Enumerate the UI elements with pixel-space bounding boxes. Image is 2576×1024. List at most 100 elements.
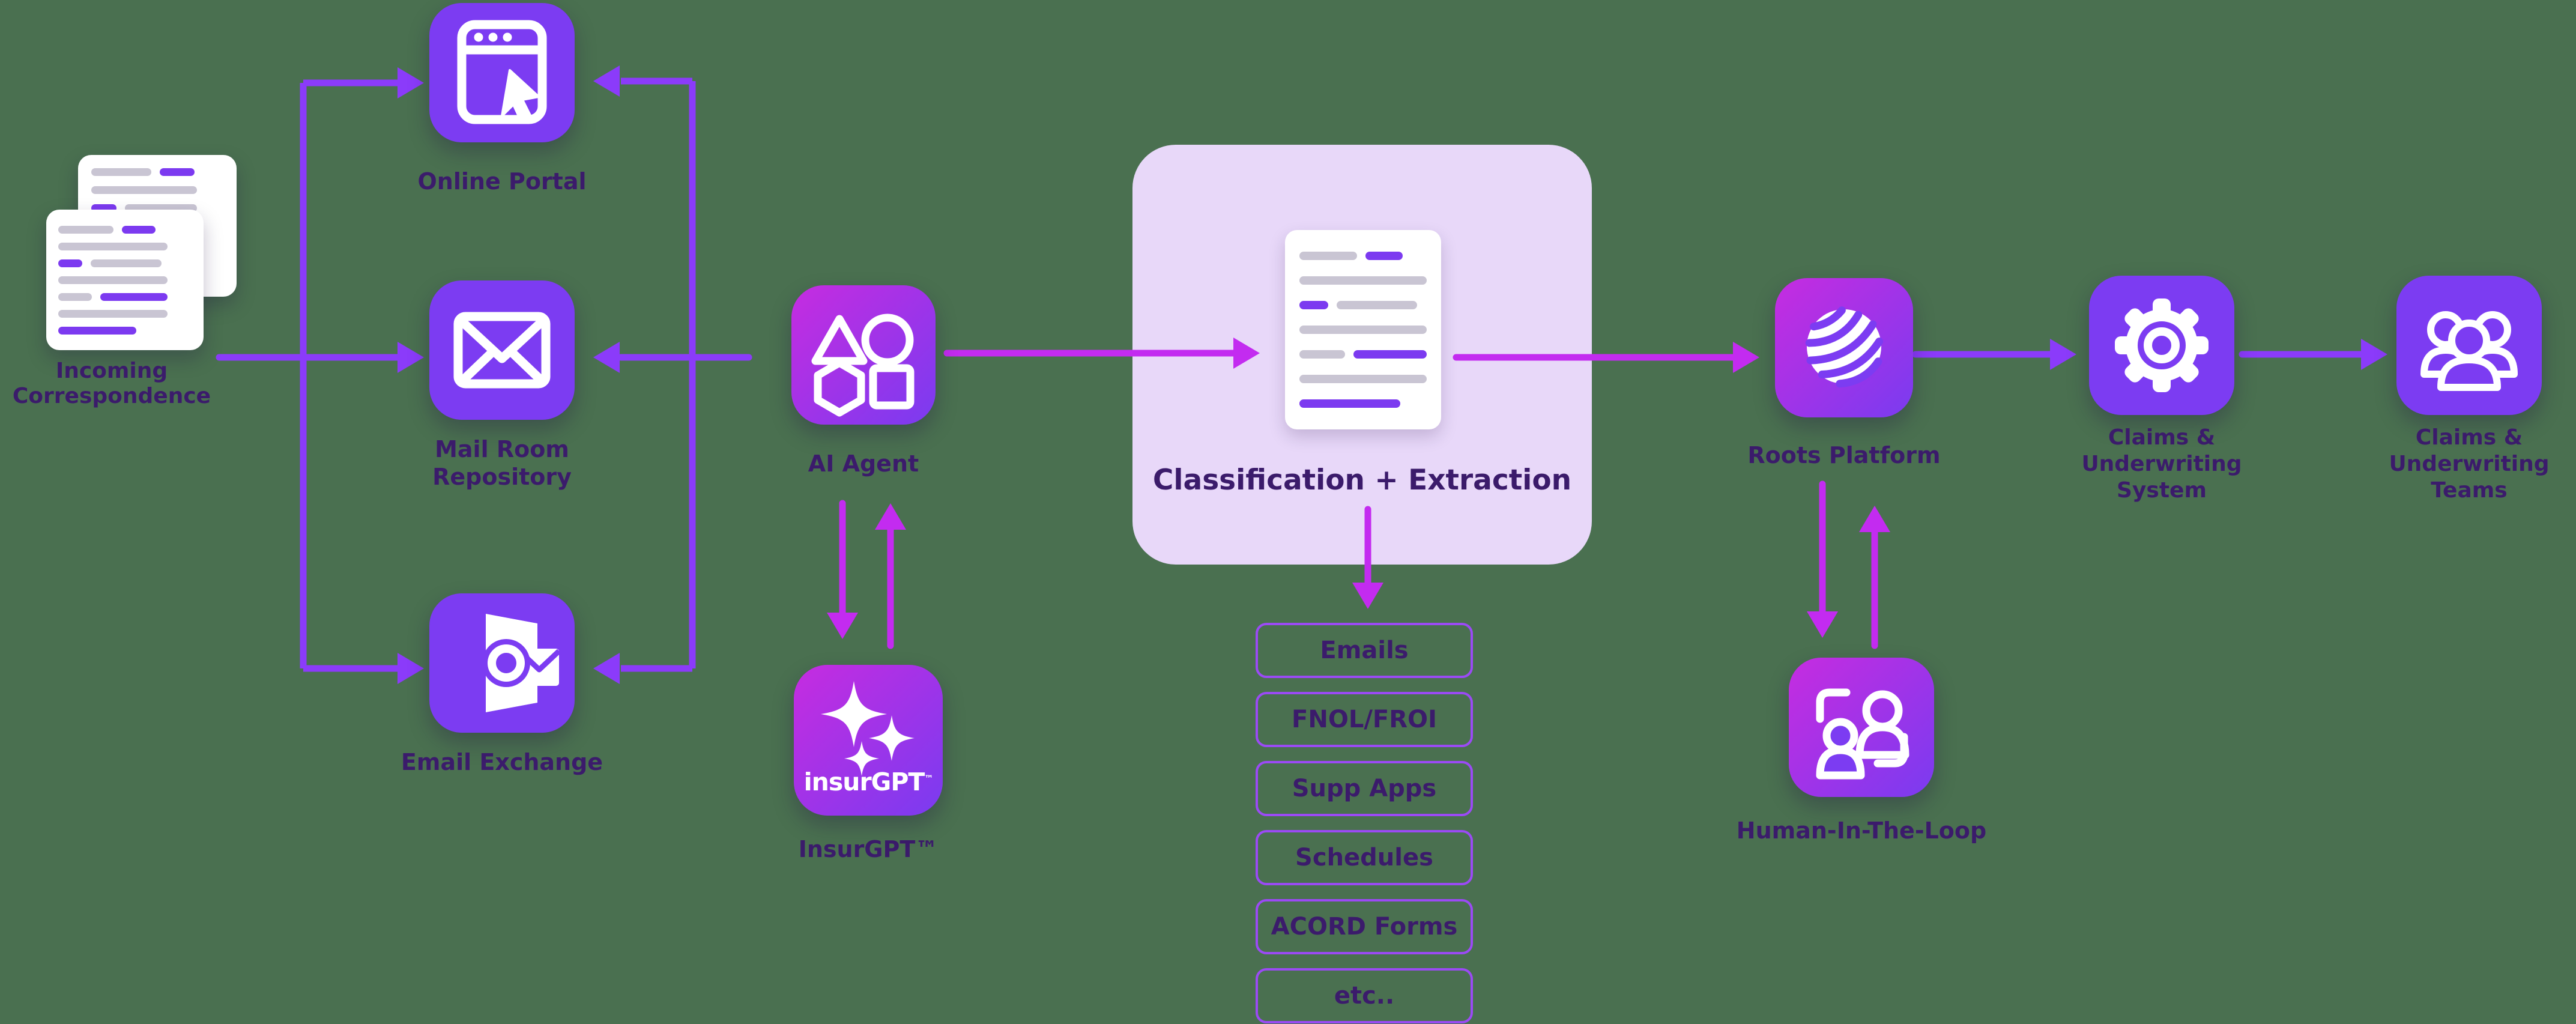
outlook-icon [482, 614, 561, 712]
node-human-in-the-loop: Human-In-The-Loop [1737, 658, 1986, 844]
doc-text-bar [1299, 350, 1345, 359]
doc-text-bar [100, 292, 168, 301]
doc-text-bar [91, 168, 151, 176]
arrowhead-ai-to-insurgpt [827, 613, 858, 639]
doc-text-row [1299, 252, 1427, 260]
mail-room-icon [429, 280, 575, 420]
sparkles-icon [821, 681, 915, 776]
doc-text-bar [160, 168, 195, 176]
document-type-pill: etc.. [1256, 968, 1473, 1023]
document-type-pill: ACORD Forms [1256, 899, 1473, 954]
doc-text-bar [58, 326, 136, 335]
node-roots-platform: Roots Platform [1724, 278, 1964, 469]
ai-agent-icon [791, 285, 936, 425]
human-in-the-loop-label: Human-In-The-Loop [1736, 817, 1987, 844]
doc-text-bar [1337, 301, 1417, 309]
doc-text-row [91, 168, 223, 176]
shapes-icon [811, 314, 915, 417]
gear-icon [2115, 298, 2209, 392]
pill-label: FNOL/FROI [1292, 706, 1437, 733]
arrowhead-ai-to-classification [1233, 338, 1260, 369]
doc-text-bar [58, 309, 168, 318]
arrowhead-roots-to-claims-system [2050, 339, 2076, 370]
doc-text-row [58, 259, 192, 267]
pill-label: ACORD Forms [1271, 913, 1458, 941]
doc-text-row [58, 242, 192, 250]
doc-text-bar [1299, 375, 1427, 383]
insurgpt-icon: insurGPT™ [794, 665, 943, 816]
envelope-icon [453, 312, 551, 389]
doc-text-bar [91, 259, 162, 267]
document-type-pill: FNOL/FROI [1256, 692, 1473, 747]
doc-text-row [58, 326, 192, 335]
doc-text-row [58, 225, 192, 234]
human-in-the-loop-icon [1789, 658, 1934, 797]
arrowhead-hitl-to-roots [1859, 506, 1890, 532]
claims-underwriting-system-icon [2089, 276, 2234, 415]
doc-text-row [1299, 276, 1427, 285]
node-mail-room: Mail Room Repository [382, 280, 622, 491]
node-insurgpt: insurGPT™ InsurGPT™ [748, 665, 988, 863]
node-claims-underwriting-system: Claims & Underwriting System [2042, 276, 2282, 504]
node-claims-underwriting-teams: Claims & Underwriting Teams [2349, 276, 2576, 504]
mail-room-label: Mail Room Repository [432, 436, 572, 490]
email-exchange-icon [429, 593, 575, 733]
team-people-icon [2420, 311, 2518, 391]
doc-text-row [91, 186, 223, 194]
node-online-portal: Online Portal [382, 3, 622, 195]
doc-text-row [1299, 375, 1427, 383]
doc-text-bar [1299, 399, 1400, 408]
roots-logo-icon [1805, 306, 1884, 388]
document-types-list: Emails FNOL/FROI Supp Apps Schedules ACO… [1256, 623, 1473, 1023]
claims-underwriting-teams-icon [2396, 276, 2542, 415]
roots-platform-icon [1775, 278, 1913, 417]
doc-text-bar [1299, 252, 1357, 260]
claims-underwriting-teams-label: Claims & Underwriting Teams [2389, 425, 2550, 503]
doc-text-row [58, 309, 192, 318]
arrowhead-classification-to-roots [1733, 342, 1759, 373]
doc-text-bar [122, 225, 156, 234]
arrowhead-to-mail-room [398, 342, 424, 373]
pill-label: Supp Apps [1292, 775, 1437, 802]
node-incoming-correspondence: Incoming Correspondence [4, 359, 220, 409]
doc-text-bar [58, 292, 92, 301]
document-type-pill: Schedules [1256, 830, 1473, 885]
doc-text-bar [1299, 301, 1328, 309]
doc-text-bar [58, 225, 113, 234]
arrowhead-return-mail-room [593, 342, 620, 373]
doc-text-bar [1365, 252, 1403, 260]
document-type-pill: Supp Apps [1256, 761, 1473, 816]
classification-label: Classification + Extraction [1152, 464, 1572, 497]
insurgpt-label: InsurGPT™ [798, 836, 939, 862]
arrowhead-claims-system-to-teams [2361, 339, 2387, 370]
online-portal-icon [429, 3, 575, 142]
doc-text-bar [58, 242, 168, 250]
node-ai-agent: AI Agent [743, 285, 984, 477]
browser-cursor-icon [457, 20, 547, 124]
trademark-symbol: ™ [924, 773, 933, 784]
doc-text-row [1299, 301, 1427, 309]
people-scan-icon [1816, 688, 1909, 780]
arrowhead-return-online-portal [593, 65, 620, 97]
incoming-doc-front [46, 210, 204, 350]
classification-document-illustration [1285, 230, 1441, 429]
doc-text-bar [58, 259, 82, 267]
claims-underwriting-system-label: Claims & Underwriting System [2081, 425, 2242, 503]
arrowhead-insurgpt-to-ai [875, 503, 906, 530]
incoming-correspondence-label: Incoming Correspondence [12, 359, 211, 408]
doc-text-row [58, 292, 192, 301]
document-type-pill: Emails [1256, 623, 1473, 678]
doc-text-bar [1299, 276, 1427, 285]
email-exchange-label: Email Exchange [401, 749, 603, 775]
arrowhead-to-email-exchange [398, 653, 424, 684]
doc-text-bar [1353, 350, 1427, 359]
doc-text-row [1299, 326, 1427, 334]
insurgpt-icon-wordmark: insurGPT™ [803, 768, 934, 796]
doc-text-bar [91, 186, 197, 194]
doc-text-bar [58, 276, 168, 284]
doc-text-row [1299, 350, 1427, 359]
doc-text-row [1299, 399, 1427, 408]
node-email-exchange: Email Exchange [382, 593, 622, 776]
